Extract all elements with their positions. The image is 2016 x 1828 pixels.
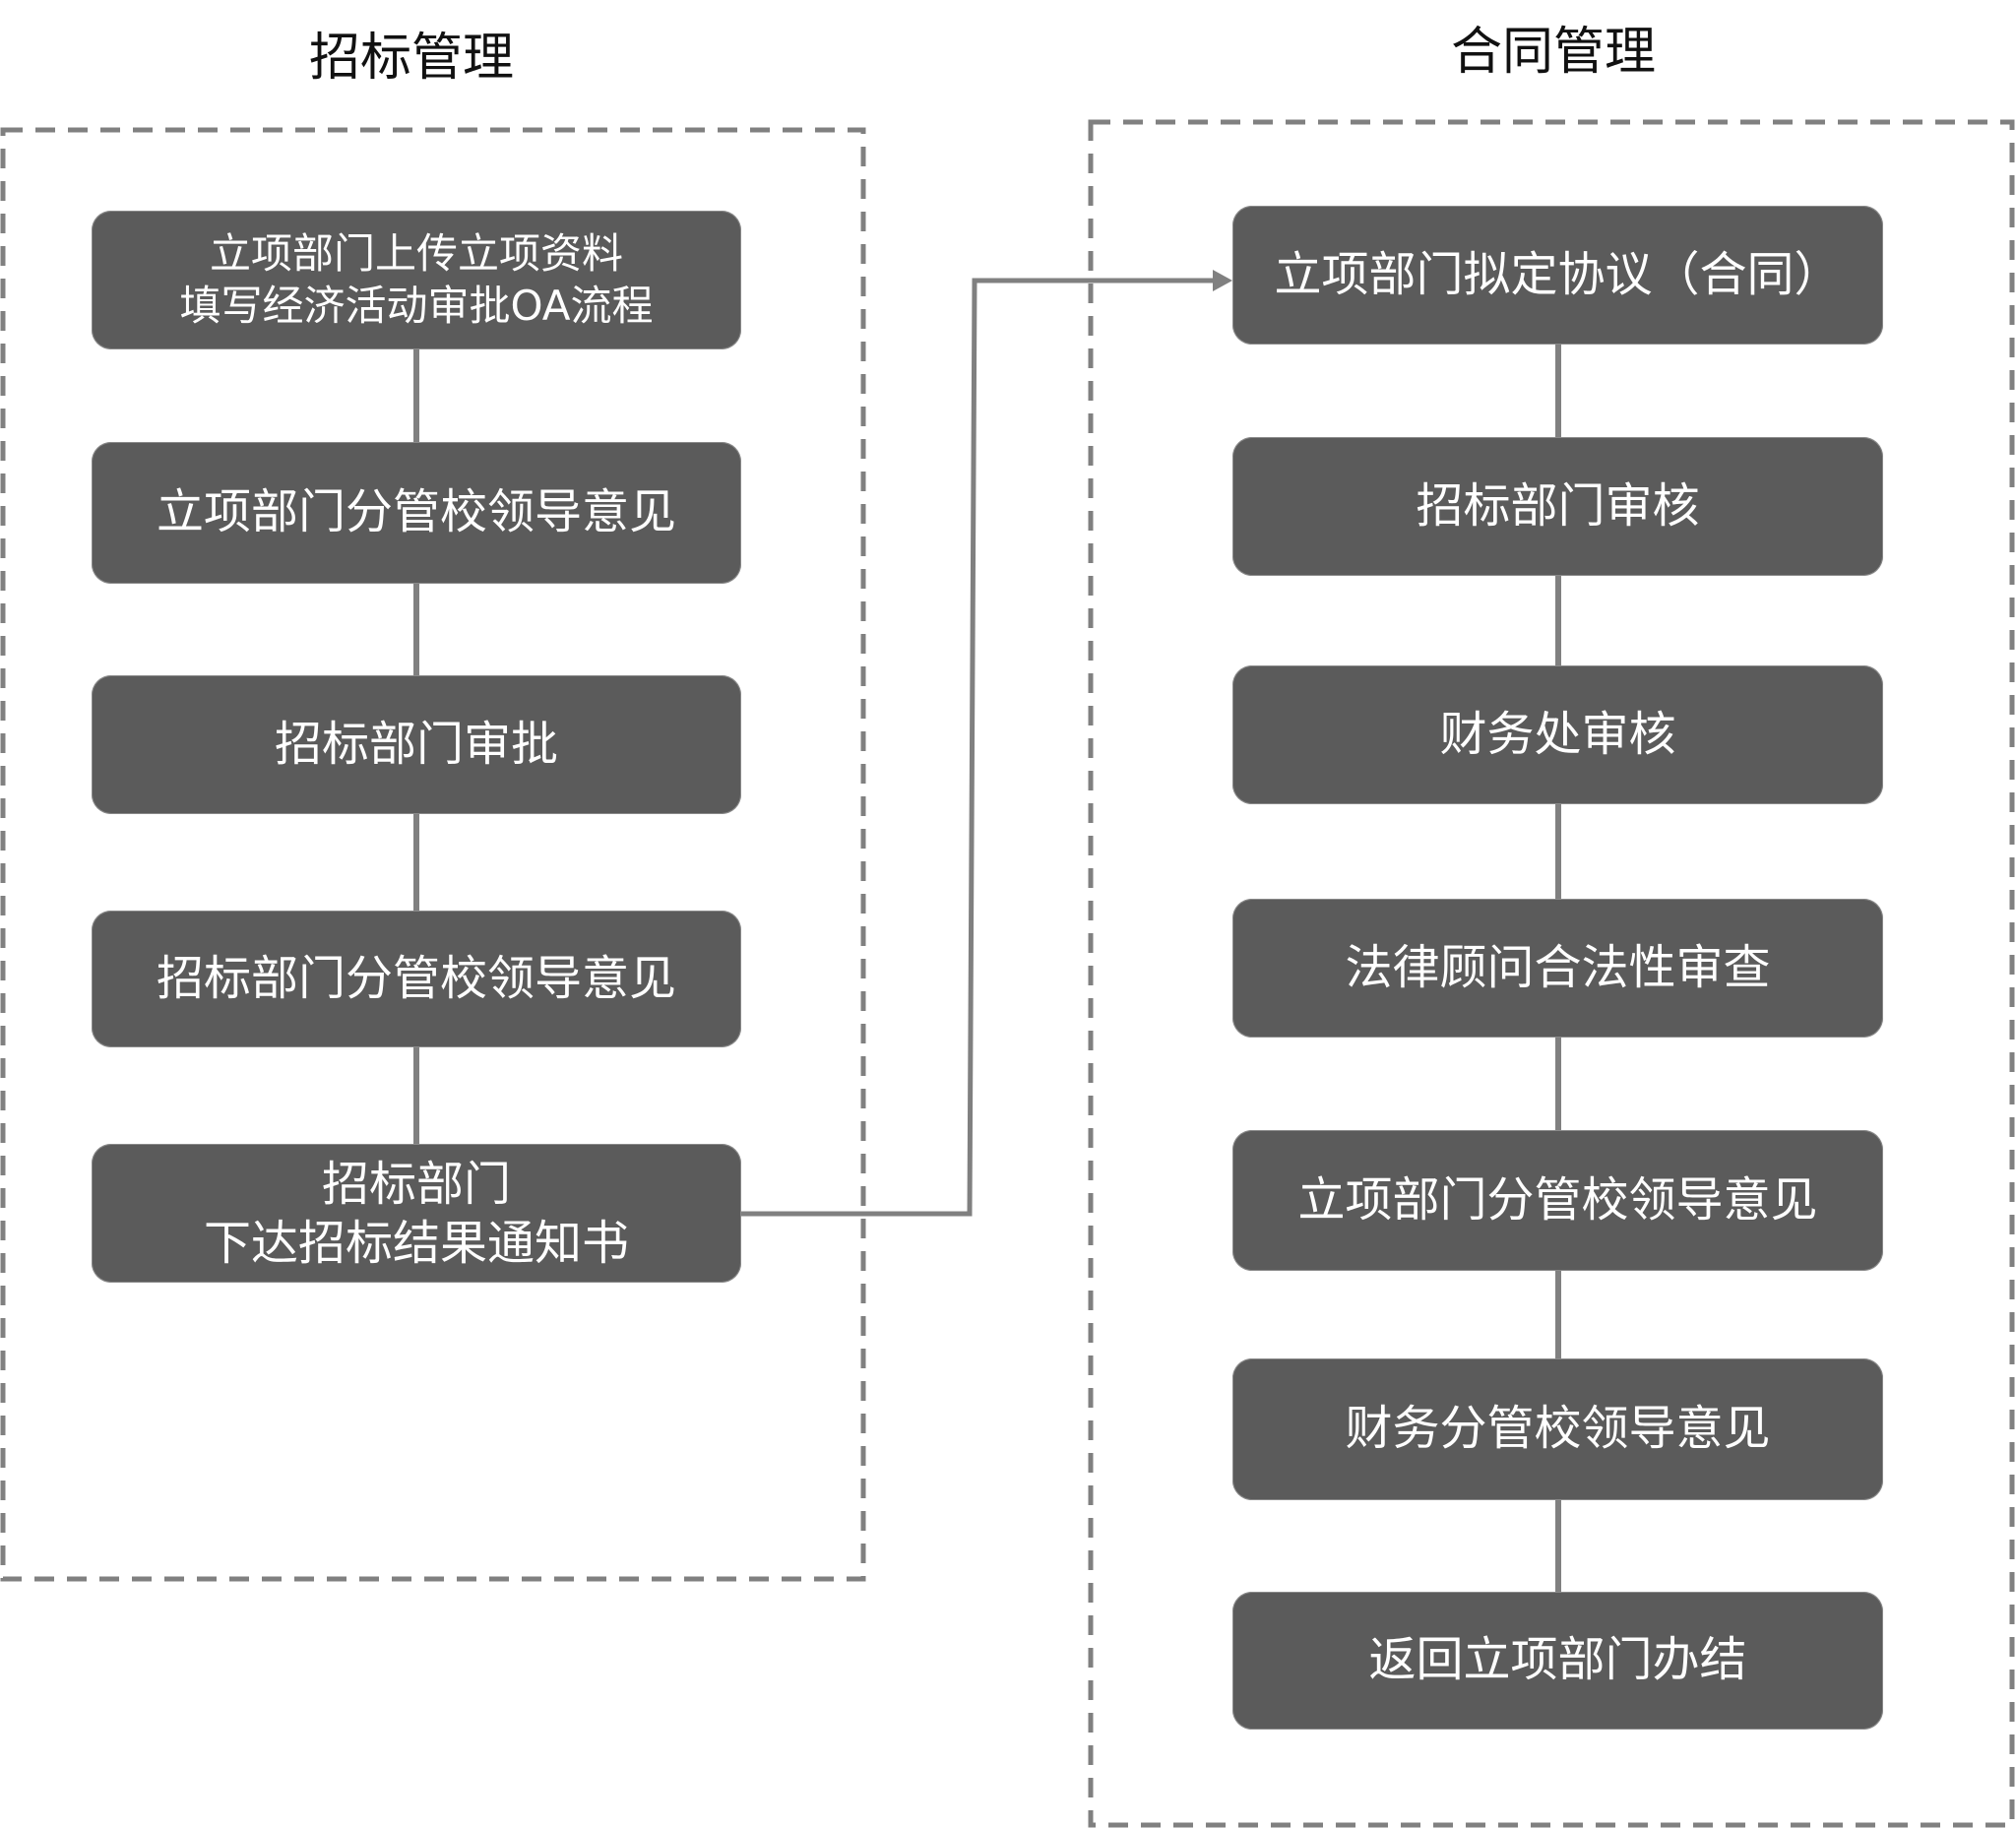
step-label-line: 招标部门 — [321, 1156, 511, 1212]
step-label-line: 立项部门上传立项资料 — [209, 229, 623, 278]
contract-connector — [1555, 1500, 1561, 1592]
bidding-connector — [413, 349, 419, 442]
step-label-line: 填写经济活动审批OA流程 — [179, 281, 654, 330]
contract-step-7[interactable]: 返回立项部门办结 — [1232, 1592, 1883, 1730]
cross-section-connector — [741, 278, 1216, 1217]
contract-step-4[interactable]: 法律顾问合法性审查 — [1232, 899, 1883, 1038]
bidding-connector — [413, 814, 419, 911]
bidding-step-3[interactable]: 招标部门审批 — [92, 675, 741, 814]
bidding-section-frame — [0, 127, 866, 1582]
step-label: 法律顾问合法性审查 — [1345, 939, 1771, 995]
bidding-step-1[interactable]: 立项部门上传立项资料 填写经济活动审批OA流程 — [92, 211, 741, 349]
contract-step-3[interactable]: 财务处审核 — [1232, 665, 1883, 804]
contract-section-title: 合同管理 — [1450, 23, 1657, 82]
step-label: 立项部门分管校领导意见 — [1297, 1171, 1818, 1228]
bidding-connector — [413, 1047, 419, 1144]
step-label: 财务处审核 — [1439, 706, 1676, 762]
bidding-connector — [413, 584, 419, 675]
step-label: 招标部门分管校领导意见 — [156, 950, 676, 1006]
step-label: 财务分管校领导意见 — [1345, 1401, 1771, 1457]
contract-step-6[interactable]: 财务分管校领导意见 — [1232, 1358, 1883, 1500]
arrowhead-icon — [1213, 270, 1232, 291]
step-label: 立项部门拟定协议（合同） — [1274, 246, 1842, 302]
contract-connector — [1555, 1271, 1561, 1358]
bidding-step-5[interactable]: 招标部门 下达招标结果通知书 — [92, 1144, 741, 1283]
bidding-step-2[interactable]: 立项部门分管校领导意见 — [92, 442, 741, 584]
contract-connector — [1555, 1038, 1561, 1130]
contract-connector — [1555, 345, 1561, 437]
bidding-step-4[interactable]: 招标部门分管校领导意见 — [92, 911, 741, 1047]
step-label: 返回立项部门办结 — [1368, 1632, 1747, 1688]
contract-step-2[interactable]: 招标部门审核 — [1232, 437, 1883, 576]
step-label: 招标部门审批 — [274, 716, 558, 772]
bidding-section-title: 招标管理 — [308, 29, 515, 88]
step-label: 立项部门分管校领导意见 — [156, 484, 676, 540]
contract-connector — [1555, 804, 1561, 899]
contract-connector — [1555, 576, 1561, 665]
step-label: 招标部门审核 — [1416, 477, 1700, 534]
contract-section-frame — [1088, 119, 2015, 1828]
contract-step-1[interactable]: 立项部门拟定协议（合同） — [1232, 206, 1883, 345]
step-label-line: 下达招标结果通知书 — [203, 1215, 629, 1271]
contract-step-5[interactable]: 立项部门分管校领导意见 — [1232, 1130, 1883, 1271]
